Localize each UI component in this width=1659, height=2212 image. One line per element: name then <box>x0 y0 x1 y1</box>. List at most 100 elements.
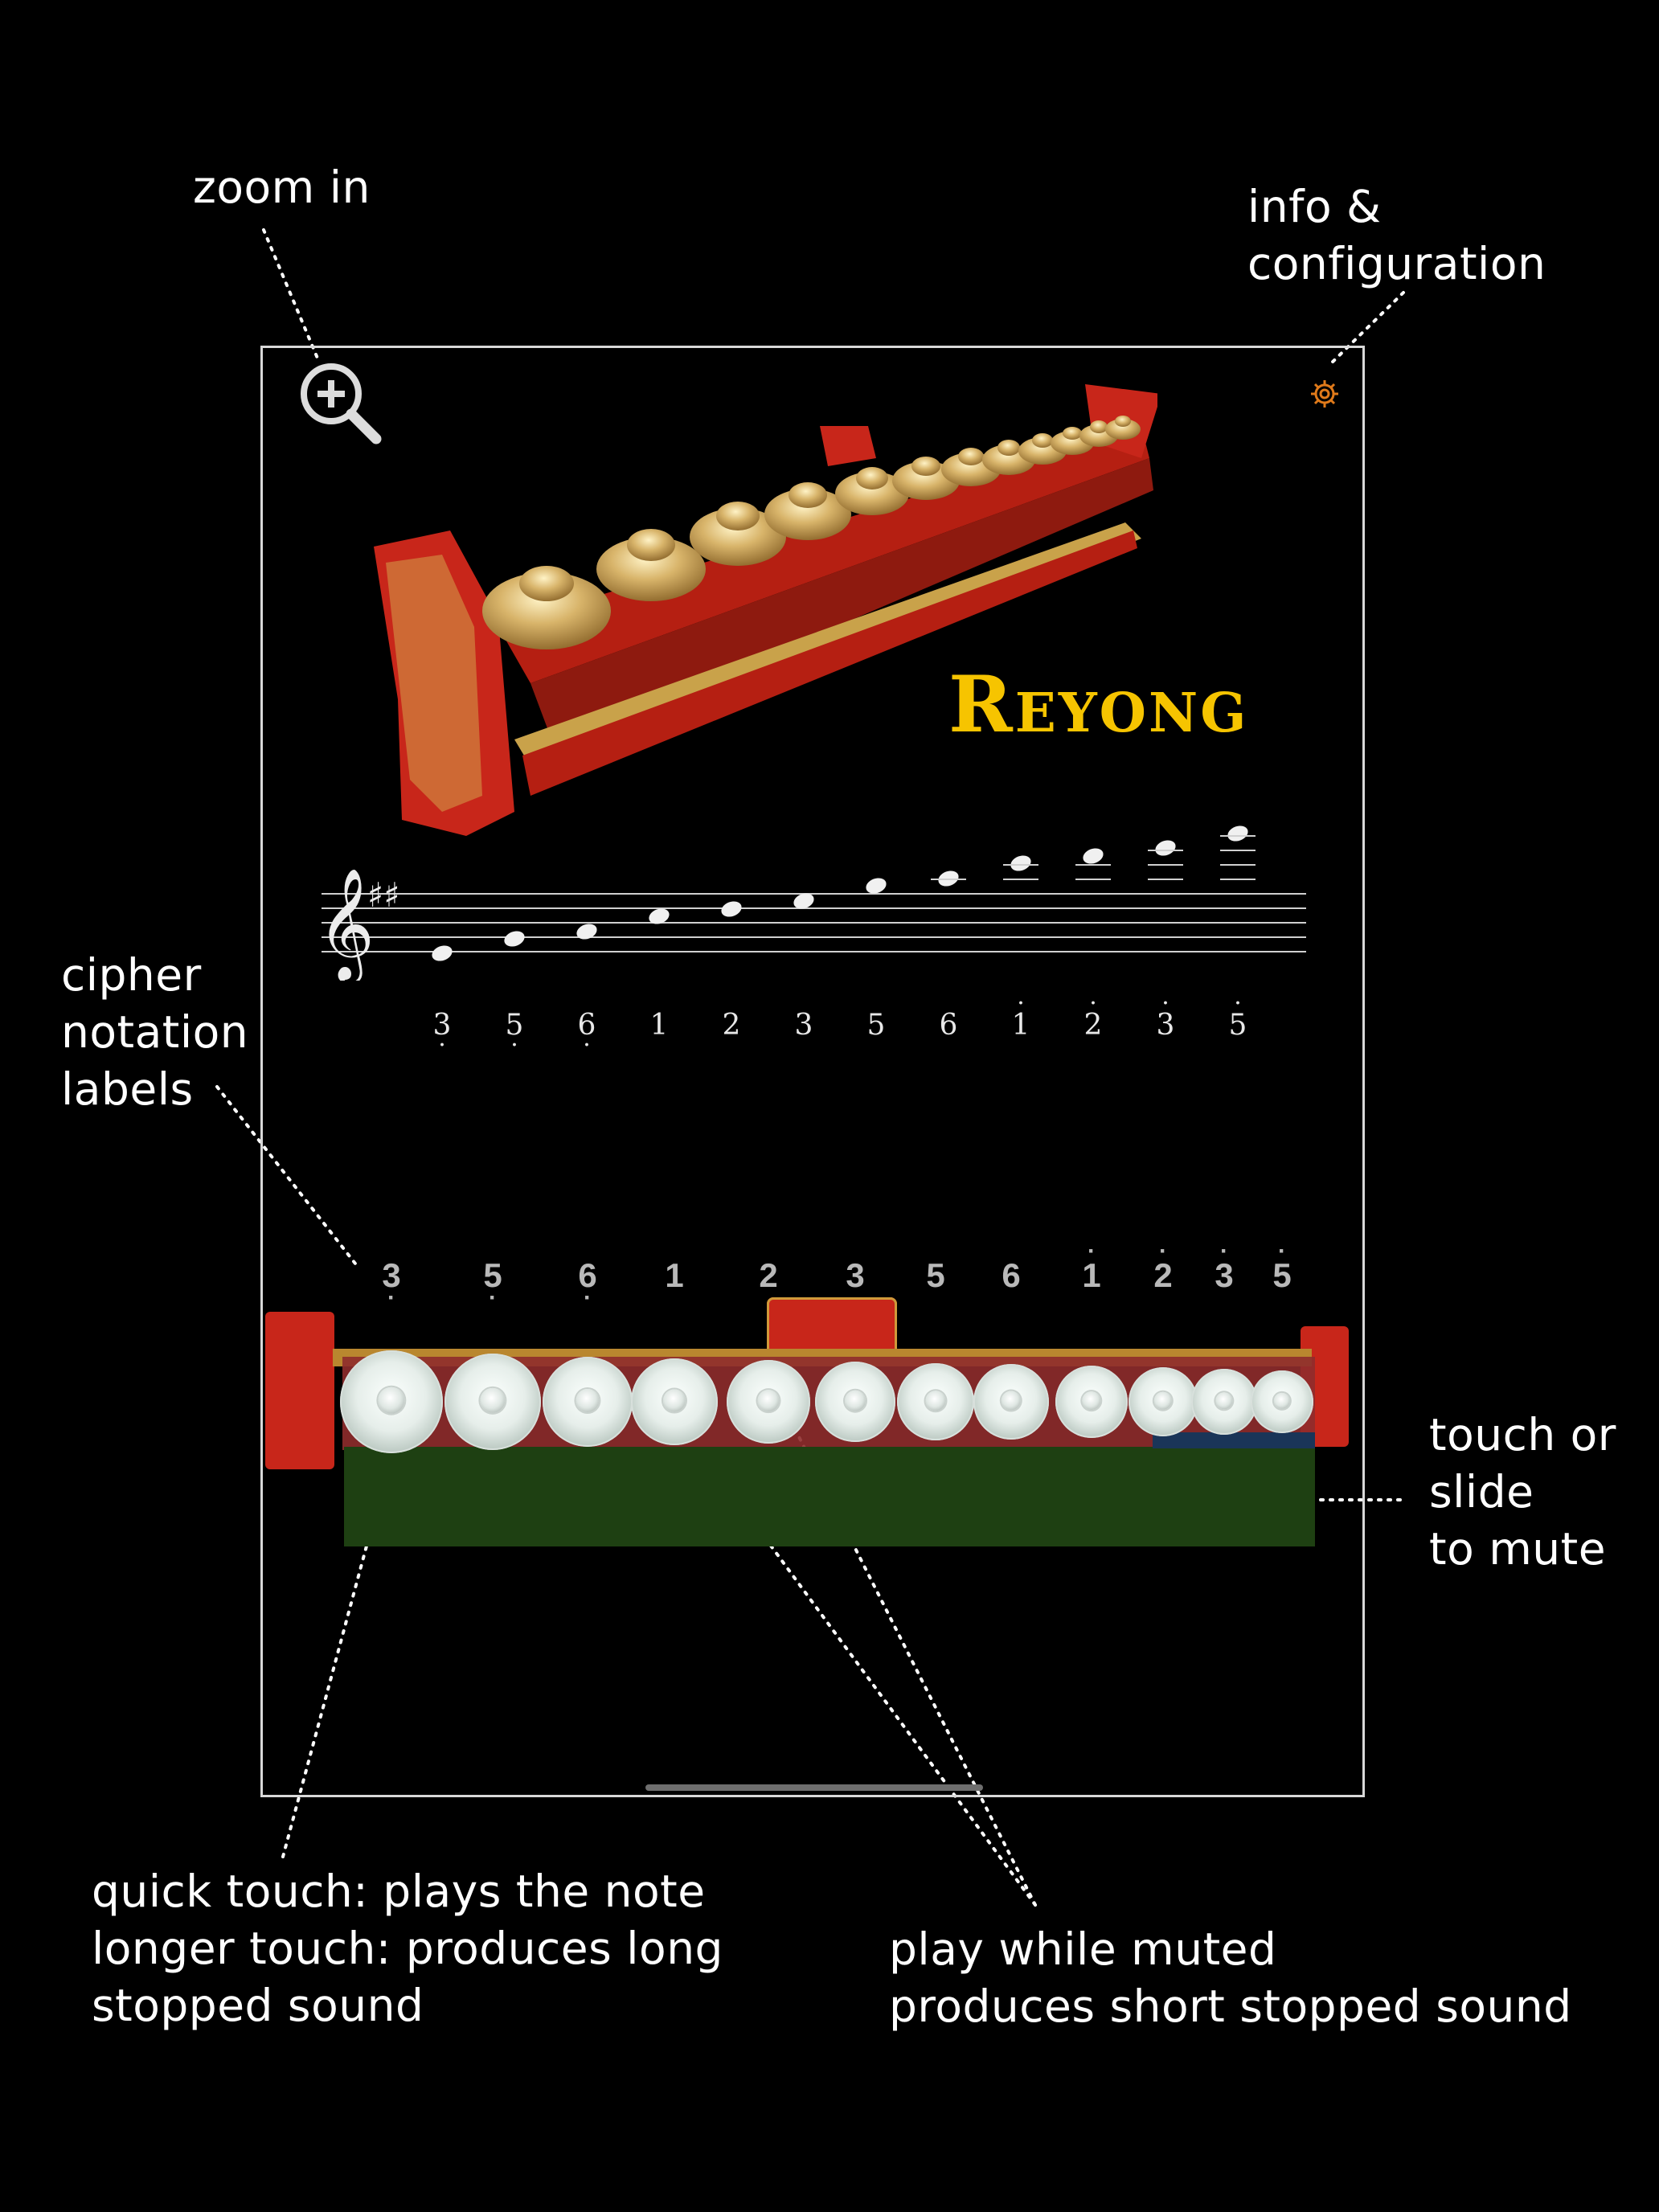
octave-dot-below: · <box>438 1031 446 1059</box>
app-title: Reyong <box>948 659 1249 750</box>
key-label: 5 <box>907 1247 964 1304</box>
octave-dot-below: · <box>584 1284 592 1311</box>
leader-muted-1 <box>738 1501 1037 1907</box>
cipher-digit: 2 <box>759 1256 778 1294</box>
cipher-digit: 3 <box>1215 1256 1234 1294</box>
gong-boss <box>845 1390 866 1411</box>
octave-dot-below <box>1141 1042 1190 1051</box>
cipher-digit: 6 <box>1002 1256 1021 1294</box>
octave-dot-below <box>924 1042 973 1051</box>
octave-dot-below <box>1254 1294 1310 1304</box>
octave-dot-above: · <box>1088 1238 1096 1264</box>
cipher-digit: 6 <box>939 1009 958 1042</box>
cipher-digit: 3 <box>1156 1009 1175 1042</box>
home-indicator <box>645 1784 983 1791</box>
cipher-digit: 5 <box>483 1256 502 1294</box>
staff-note <box>866 878 887 894</box>
callout-muted-play: play while muted produces short stopped … <box>889 1923 1572 2032</box>
gong-key[interactable] <box>815 1362 895 1442</box>
octave-dot-above: · <box>1220 1238 1228 1264</box>
gong-key[interactable] <box>631 1358 718 1445</box>
staff-label: ·1 <box>997 989 1045 1051</box>
leader-cipher <box>215 1085 357 1265</box>
callout-zoom-in: zoom in <box>193 162 371 213</box>
leader-zoom <box>262 228 320 362</box>
music-staff: 𝄞 ♯♯ <box>317 825 1306 981</box>
gong-key[interactable] <box>973 1364 1049 1440</box>
key-label: ·3 <box>1196 1238 1252 1304</box>
gong-key[interactable] <box>727 1360 810 1444</box>
staff-label: ·5 <box>1214 989 1262 1051</box>
instrument-frame-left-end <box>265 1312 334 1469</box>
cipher-digit: 5 <box>1228 1009 1247 1042</box>
key-signature: ♯♯ <box>367 875 400 915</box>
staff-label: 6 <box>924 1000 973 1051</box>
callout-cipher-notation: cipher notation labels <box>61 949 249 1115</box>
key-label: 3 <box>827 1247 883 1304</box>
staff-note <box>576 924 597 940</box>
key-label: 1 <box>646 1247 703 1304</box>
gong-key[interactable] <box>340 1350 443 1453</box>
callout-touch-behaviour: quick touch: plays the note longer touch… <box>92 1866 723 2031</box>
reyong-instrument-illustration <box>374 384 1157 836</box>
octave-dot-below: · <box>510 1031 518 1059</box>
gong-boss <box>378 1387 405 1414</box>
gong-boss <box>1273 1392 1291 1410</box>
octave-dot-below <box>646 1294 703 1304</box>
cipher-digit: 6 <box>577 1009 596 1042</box>
leader-info <box>1326 291 1405 368</box>
key-label: ·2 <box>1135 1239 1191 1304</box>
leader-touch <box>281 1413 403 1858</box>
zoom-in-icon[interactable] <box>291 354 387 450</box>
cipher-digit: 3 <box>382 1256 401 1294</box>
gong-boss <box>576 1388 600 1413</box>
octave-dot-below <box>907 1294 964 1304</box>
staff-label: 6· <box>563 1000 611 1058</box>
app-screen-frame <box>260 346 1365 1797</box>
octave-dot-below <box>635 1042 683 1051</box>
gong-boss <box>1215 1392 1233 1410</box>
staff-label: ·2 <box>1069 989 1117 1051</box>
key-label: 2 <box>740 1247 797 1304</box>
octave-dot-above: · <box>1089 989 1097 1018</box>
staff-label: 5 <box>852 1000 900 1051</box>
cipher-digit: 1 <box>1011 1009 1030 1042</box>
gong-boss <box>757 1390 780 1412</box>
gear-icon[interactable] <box>1309 378 1341 410</box>
gong-key[interactable] <box>1251 1370 1313 1433</box>
cipher-digit: 2 <box>1153 1256 1173 1294</box>
cipher-digit: 6 <box>578 1256 597 1294</box>
gong-key[interactable] <box>897 1363 974 1440</box>
octave-dot-below: · <box>489 1284 497 1311</box>
staff-note <box>721 901 742 917</box>
mute-zone[interactable] <box>344 1447 1315 1546</box>
key-label: ·5 <box>1254 1239 1310 1304</box>
gong-key[interactable] <box>543 1357 633 1447</box>
octave-dot-below <box>1069 1042 1117 1051</box>
octave-dot-above: · <box>1017 989 1025 1018</box>
gong-key[interactable] <box>444 1354 541 1450</box>
octave-dot-below <box>1214 1042 1262 1051</box>
cipher-digit: 5 <box>1272 1256 1292 1294</box>
gong-key[interactable] <box>1191 1369 1257 1435</box>
octave-dot-below <box>707 1042 756 1051</box>
cipher-digit: 1 <box>1082 1256 1101 1294</box>
mute-zone-accent <box>1153 1432 1315 1448</box>
gong-key[interactable] <box>1129 1367 1198 1436</box>
cipher-digit: 5 <box>866 1009 886 1042</box>
staff-note <box>1227 825 1248 842</box>
key-label: 6· <box>559 1247 616 1311</box>
octave-dot-above: · <box>1234 989 1242 1018</box>
octave-dot-below <box>852 1042 900 1051</box>
staff-note <box>1155 840 1176 856</box>
octave-dot-below <box>780 1042 828 1051</box>
gong-key[interactable] <box>1055 1366 1128 1438</box>
gong-boss <box>480 1387 506 1414</box>
gong-boss <box>925 1391 946 1411</box>
gong-boss <box>662 1389 686 1412</box>
gong-boss <box>1153 1391 1173 1411</box>
staff-label: 2 <box>707 1000 756 1051</box>
staff-label: 1 <box>635 1000 683 1051</box>
gong-boss <box>1001 1391 1022 1411</box>
octave-dot-below <box>1196 1294 1252 1304</box>
